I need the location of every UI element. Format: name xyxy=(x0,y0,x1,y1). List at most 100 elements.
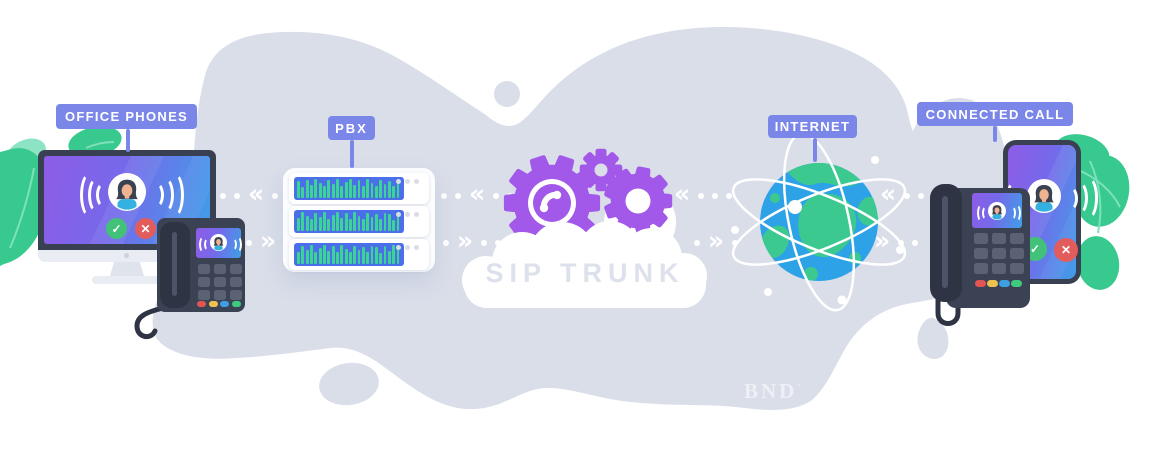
caller-avatar xyxy=(210,234,227,251)
equalizer-bar xyxy=(318,183,322,198)
flow-dot xyxy=(495,240,502,246)
equalizer-bar xyxy=(379,180,383,198)
server-status-dots xyxy=(396,179,419,184)
flow-dot xyxy=(234,193,240,199)
leaf-top xyxy=(68,126,122,158)
keypad-button xyxy=(974,248,988,259)
equalizer-bar xyxy=(361,186,365,198)
equalizer-bar xyxy=(331,184,335,198)
equalizer-bar xyxy=(309,245,313,264)
upstream-chevron-icon: « xyxy=(880,179,897,208)
equalizer-bar xyxy=(353,185,357,198)
keypad-button xyxy=(230,264,242,274)
phone-cord xyxy=(134,305,166,340)
keypad-button xyxy=(974,263,988,274)
equalizer-bar xyxy=(392,245,396,264)
equalizer-bar xyxy=(361,247,365,264)
equalizer-bar xyxy=(387,214,391,231)
leaf-low xyxy=(1076,236,1120,290)
equalizer-bar xyxy=(297,181,300,198)
decline-call-icon: ✕ xyxy=(135,218,156,239)
equalizer-bar xyxy=(379,219,383,231)
sound-wave-icon xyxy=(1078,176,1098,220)
flow-dot xyxy=(272,193,279,199)
caller-avatar xyxy=(1027,179,1061,213)
flow-dot xyxy=(441,193,447,199)
equalizer-bar xyxy=(361,219,365,231)
equalizer-bar xyxy=(318,217,322,231)
equalizer-bar xyxy=(379,253,383,264)
equalizer-bar xyxy=(344,182,348,198)
phone-keypad xyxy=(974,233,1024,274)
upstream-chevron-icon: « xyxy=(248,179,265,208)
equalizer-bar xyxy=(396,213,400,231)
keypad-button xyxy=(214,277,226,287)
equalizer-bar xyxy=(327,219,331,231)
function-keys xyxy=(197,301,241,307)
equalizer-bar xyxy=(331,215,335,231)
flow-dot xyxy=(904,193,911,199)
keypad-button xyxy=(992,248,1006,259)
sound-wave-icon xyxy=(233,236,242,253)
equalizer-bar xyxy=(301,187,305,198)
phone-cord xyxy=(935,270,961,326)
flow-dot xyxy=(726,193,733,199)
pbx-server xyxy=(283,168,435,272)
equalizer-panel xyxy=(294,210,404,233)
function-key-blue xyxy=(220,301,230,307)
server-row xyxy=(289,173,429,204)
flow-dot xyxy=(220,193,226,199)
equalizer-bar xyxy=(301,212,305,231)
sip-trunk-cloud xyxy=(462,148,707,308)
keypad-button xyxy=(1010,233,1024,244)
watermark-mark: ’ xyxy=(797,382,804,392)
keypad-button xyxy=(992,263,1006,274)
function-key-green xyxy=(231,301,241,307)
server-status-dots xyxy=(396,212,419,217)
internet-globe xyxy=(731,132,907,312)
keypad-button xyxy=(974,233,988,244)
left-plant xyxy=(0,126,122,266)
brand-watermark: BND’ xyxy=(744,379,803,404)
equalizer-bar xyxy=(305,216,309,231)
equalizer-bar xyxy=(344,213,348,231)
pbx-label: PBX xyxy=(335,120,368,136)
equalizer-bar xyxy=(366,252,370,264)
equalizer-bar xyxy=(309,185,313,198)
equalizer-bar xyxy=(357,216,361,231)
office-phones-label: OFFICE PHONES xyxy=(64,109,189,124)
equalizer-bar xyxy=(370,246,374,264)
equalizer-bar xyxy=(396,249,400,264)
sound-wave-icon xyxy=(977,204,986,222)
server-row xyxy=(289,206,429,237)
function-key-yellow xyxy=(208,301,218,307)
equalizer-bar xyxy=(331,246,335,264)
sound-wave-icon xyxy=(164,172,184,218)
equalizer-bar xyxy=(335,179,339,198)
equalizer-bar xyxy=(366,213,370,231)
sound-wave-icon xyxy=(199,236,208,253)
equalizer-bar xyxy=(335,212,339,231)
keypad-button xyxy=(1010,263,1024,274)
equalizer-bar xyxy=(396,180,400,198)
equalizer-bar xyxy=(353,212,357,231)
equalizer-bar xyxy=(301,246,305,264)
badge-pole xyxy=(350,140,354,168)
equalizer-bar xyxy=(318,248,322,264)
flow-dot xyxy=(694,240,700,246)
pbx-badge: PBX xyxy=(328,116,375,140)
caller-avatar xyxy=(108,173,146,211)
equalizer-bar xyxy=(387,181,391,198)
equalizer-bar xyxy=(314,179,318,198)
equalizer-bar xyxy=(348,179,352,198)
flow-dot xyxy=(443,240,449,246)
downstream-chevron-icon: » xyxy=(708,226,725,255)
watermark-text: BND xyxy=(744,379,798,403)
server-row xyxy=(289,239,429,270)
upstream-chevron-icon: « xyxy=(469,179,486,208)
keypad-button xyxy=(214,264,226,274)
equalizer-bar xyxy=(327,180,331,198)
equalizer-bar xyxy=(305,180,309,198)
floating-circle xyxy=(494,81,520,107)
equalizer-bar xyxy=(383,213,387,231)
